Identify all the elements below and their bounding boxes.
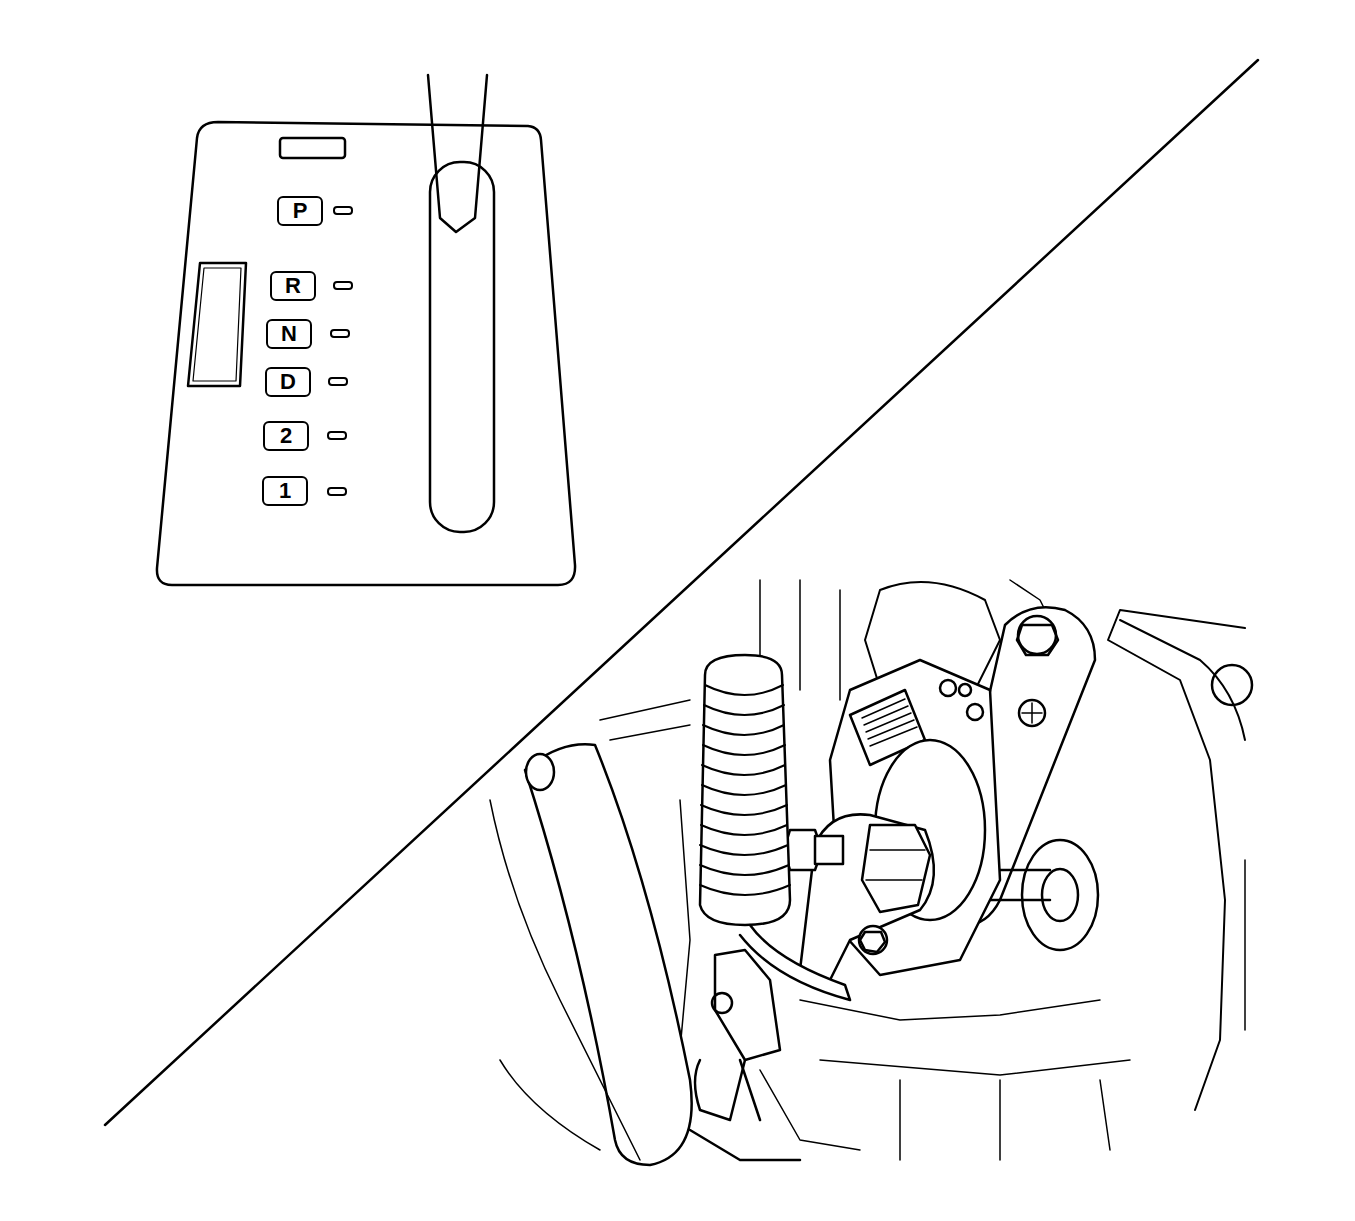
gear-position-box: 2 [263,421,309,451]
gear-position-box: R [270,271,316,301]
gear-position-label: R [285,275,301,297]
gear-position-label: P [293,200,308,222]
position-marks [328,207,352,495]
gear-position-box: 1 [262,476,308,506]
shift-linkage [490,580,1252,1165]
gear-position-label: 2 [280,425,292,447]
indicator-window [188,263,246,386]
shift-lever [428,75,487,232]
gear-position-box: P [277,196,323,226]
gear-position-label: D [280,371,296,393]
gear-position-label: N [281,323,297,345]
divider-line [105,60,1258,1125]
gear-position-box: D [265,367,311,397]
gear-position-label: 1 [279,480,291,502]
indicator-panel [157,122,575,585]
gear-position-box: N [266,319,312,349]
indicator-lamp [280,138,345,158]
